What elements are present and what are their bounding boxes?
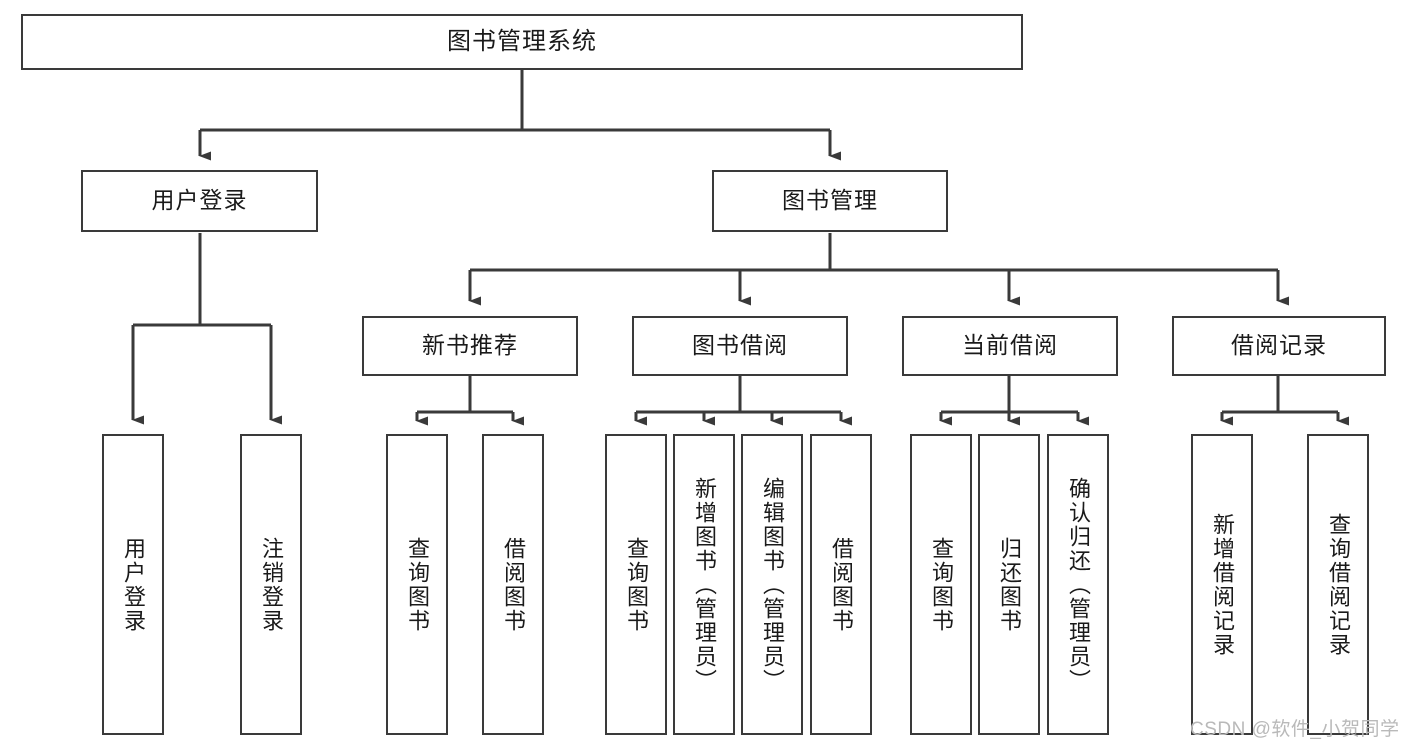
node-leaf-logout-login[interactable]: 注销登录: [240, 434, 302, 735]
node-leaf-query-borrow-record[interactable]: 查询借阅记录: [1307, 434, 1369, 735]
node-leaf-add-borrow-record-label: 新增借阅记录: [1209, 512, 1235, 657]
node-new-book-recommend-label: 新书推荐: [422, 332, 518, 359]
node-book-borrow-label: 图书借阅: [692, 332, 788, 359]
node-root-label: 图书管理系统: [447, 27, 597, 55]
node-book-manage-label: 图书管理: [782, 187, 878, 214]
node-leaf-user-login-label: 用户登录: [120, 536, 146, 633]
node-book-borrow[interactable]: 图书借阅: [632, 316, 848, 376]
node-borrow-record-label: 借阅记录: [1231, 332, 1327, 359]
node-leaf-query-book-1[interactable]: 查询图书: [386, 434, 448, 735]
node-current-borrow-label: 当前借阅: [962, 332, 1058, 359]
node-book-manage[interactable]: 图书管理: [712, 170, 948, 232]
node-leaf-confirm-return-label: 确认归还（管理员）: [1065, 476, 1091, 693]
node-new-book-recommend[interactable]: 新书推荐: [362, 316, 578, 376]
node-leaf-user-login[interactable]: 用户登录: [102, 434, 164, 735]
node-leaf-add-borrow-record[interactable]: 新增借阅记录: [1191, 434, 1253, 735]
node-leaf-query-borrow-record-label: 查询借阅记录: [1325, 512, 1351, 657]
node-borrow-record[interactable]: 借阅记录: [1172, 316, 1386, 376]
node-leaf-query-book-2[interactable]: 查询图书: [605, 434, 667, 735]
node-leaf-edit-book[interactable]: 编辑图书（管理员）: [741, 434, 803, 735]
node-leaf-query-book-3-label: 查询图书: [928, 536, 954, 633]
node-leaf-query-book-1-label: 查询图书: [404, 536, 430, 633]
node-user-login-label: 用户登录: [151, 187, 248, 214]
node-current-borrow[interactable]: 当前借阅: [902, 316, 1118, 376]
node-leaf-borrow-book-2-label: 借阅图书: [828, 536, 854, 633]
node-leaf-edit-book-label: 编辑图书（管理员）: [759, 476, 785, 693]
node-leaf-borrow-book-1-label: 借阅图书: [500, 536, 526, 633]
node-leaf-add-book-label: 新增图书（管理员）: [691, 476, 717, 693]
node-leaf-query-book-3[interactable]: 查询图书: [910, 434, 972, 735]
node-leaf-confirm-return[interactable]: 确认归还（管理员）: [1047, 434, 1109, 735]
node-root[interactable]: 图书管理系统: [21, 14, 1023, 70]
csdn-watermark: CSDN @软件_小贺同学: [1190, 719, 1400, 740]
node-leaf-borrow-book-1[interactable]: 借阅图书: [482, 434, 544, 735]
node-leaf-borrow-book-2[interactable]: 借阅图书: [810, 434, 872, 735]
node-user-login[interactable]: 用户登录: [81, 170, 318, 232]
node-leaf-query-book-2-label: 查询图书: [623, 536, 649, 633]
node-leaf-return-book[interactable]: 归还图书: [978, 434, 1040, 735]
node-leaf-logout-login-label: 注销登录: [258, 536, 284, 633]
node-leaf-return-book-label: 归还图书: [996, 536, 1022, 633]
node-leaf-add-book[interactable]: 新增图书（管理员）: [673, 434, 735, 735]
